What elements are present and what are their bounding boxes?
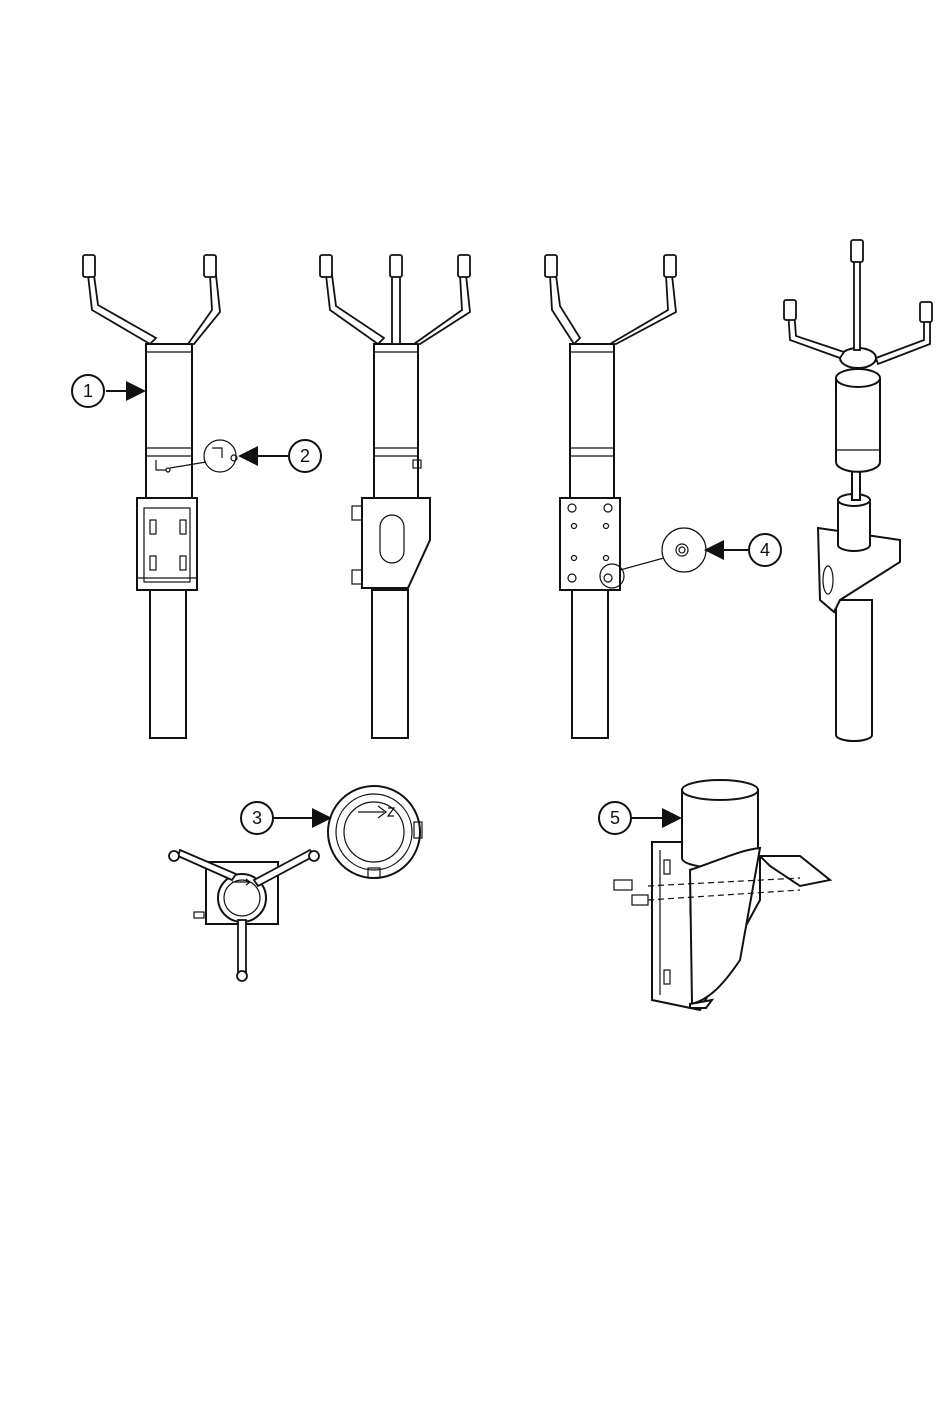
callout-2: 2 [240,440,321,472]
callout-3: 3 [241,802,330,834]
mounting-bracket [137,498,197,590]
svg-text:2: 2 [300,446,310,466]
detail-magnifier [662,528,706,572]
mounting-pole [372,590,408,738]
sensor-body [570,344,614,498]
sensor-body [146,344,192,498]
mounting-pole [150,590,186,738]
callout-1: 1 [72,375,144,407]
view-bracket-detail [614,780,830,1010]
svg-text:3: 3 [252,808,262,828]
mounting-bracket [362,498,430,588]
svg-text:1: 1 [83,381,93,401]
mounting-pole [572,590,608,738]
view-rear [545,255,706,738]
mounting-pole [836,600,872,741]
callout-5: 5 [599,802,680,834]
view-top [169,786,422,981]
callout-4: 4 [706,534,781,566]
sensor-body [836,380,880,472]
view-side [320,255,470,738]
sensor-body [374,344,418,498]
view-front [83,255,237,738]
svg-text:4: 4 [760,540,770,560]
svg-text:5: 5 [610,808,620,828]
detail-magnifier [328,786,420,878]
view-exploded [784,240,932,741]
